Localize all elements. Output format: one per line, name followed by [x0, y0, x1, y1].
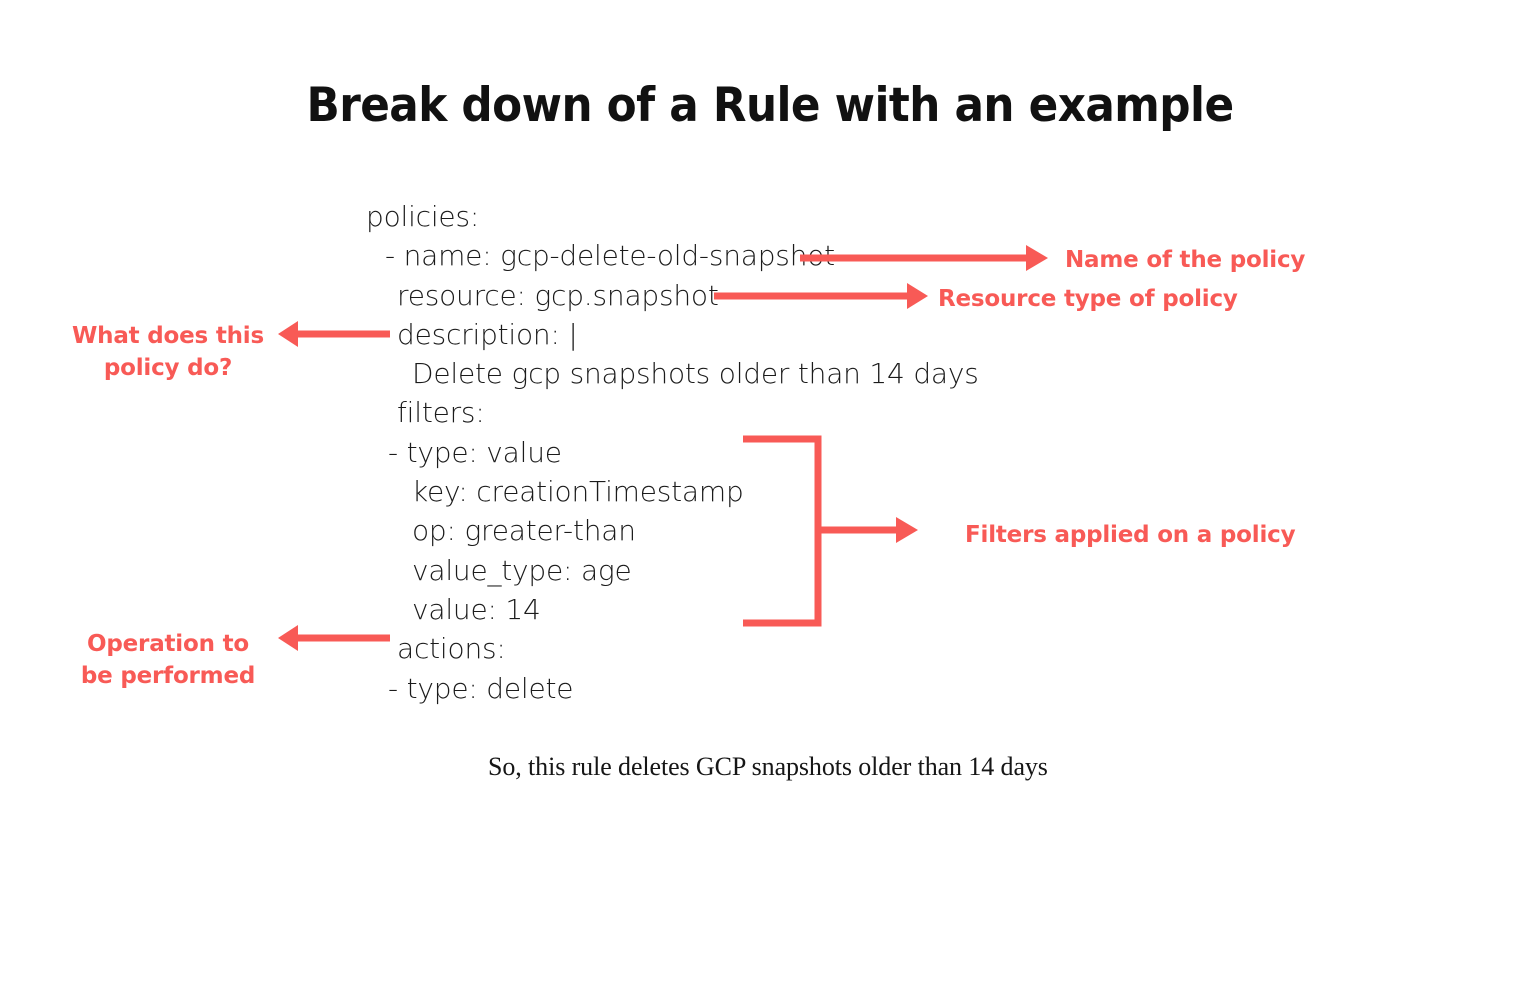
yaml-policy-block: policies: - name: gcp-delete-old-snapsho…: [366, 200, 979, 711]
page-title: Break down of a Rule with an example: [306, 78, 1234, 133]
yaml-line-resource: resource: gcp.snapshot: [397, 278, 719, 312]
yaml-line-filter-type: - type: value: [388, 435, 562, 469]
yaml-line-filter-value: value: 14: [412, 592, 541, 626]
yaml-line-policies: policies:: [366, 200, 480, 233]
yaml-line-description-body: Delete gcp snapshots older than 14 days: [412, 357, 979, 391]
annotation-filters-applied-on-a-policy: Filters applied on a policy: [965, 522, 1296, 548]
yaml-line-action-type: - type: delete: [388, 671, 574, 705]
bracket-filters-icon: [743, 435, 918, 627]
annotation-resource-type-of-policy: Resource type of policy: [938, 286, 1238, 312]
arrow-left-description-icon: [278, 321, 390, 347]
summary-caption: So, this rule deletes GCP snapshots olde…: [488, 752, 1048, 781]
yaml-line-filter-op: op: greater-than: [412, 514, 636, 548]
yaml-line-description: description: |: [397, 317, 578, 351]
annotation-operation-to-be-performed: Operation to be performed: [80, 631, 256, 689]
yaml-line-actions: actions:: [397, 632, 506, 666]
annotation-what-does-this-policy-do: What does this policy do?: [72, 323, 264, 381]
arrow-right-name-icon: [800, 245, 1048, 271]
yaml-line-filters: filters:: [397, 396, 485, 430]
arrow-left-actions-icon: [278, 625, 390, 651]
yaml-line-name: - name: gcp-delete-old-snapshot: [385, 239, 835, 273]
yaml-line-filter-key: key: creationTimestamp: [412, 475, 744, 509]
arrow-right-resource-icon: [714, 283, 928, 309]
annotation-name-of-the-policy: Name of the policy: [1065, 247, 1306, 273]
yaml-line-filter-value-type: value_type: age: [412, 553, 632, 587]
